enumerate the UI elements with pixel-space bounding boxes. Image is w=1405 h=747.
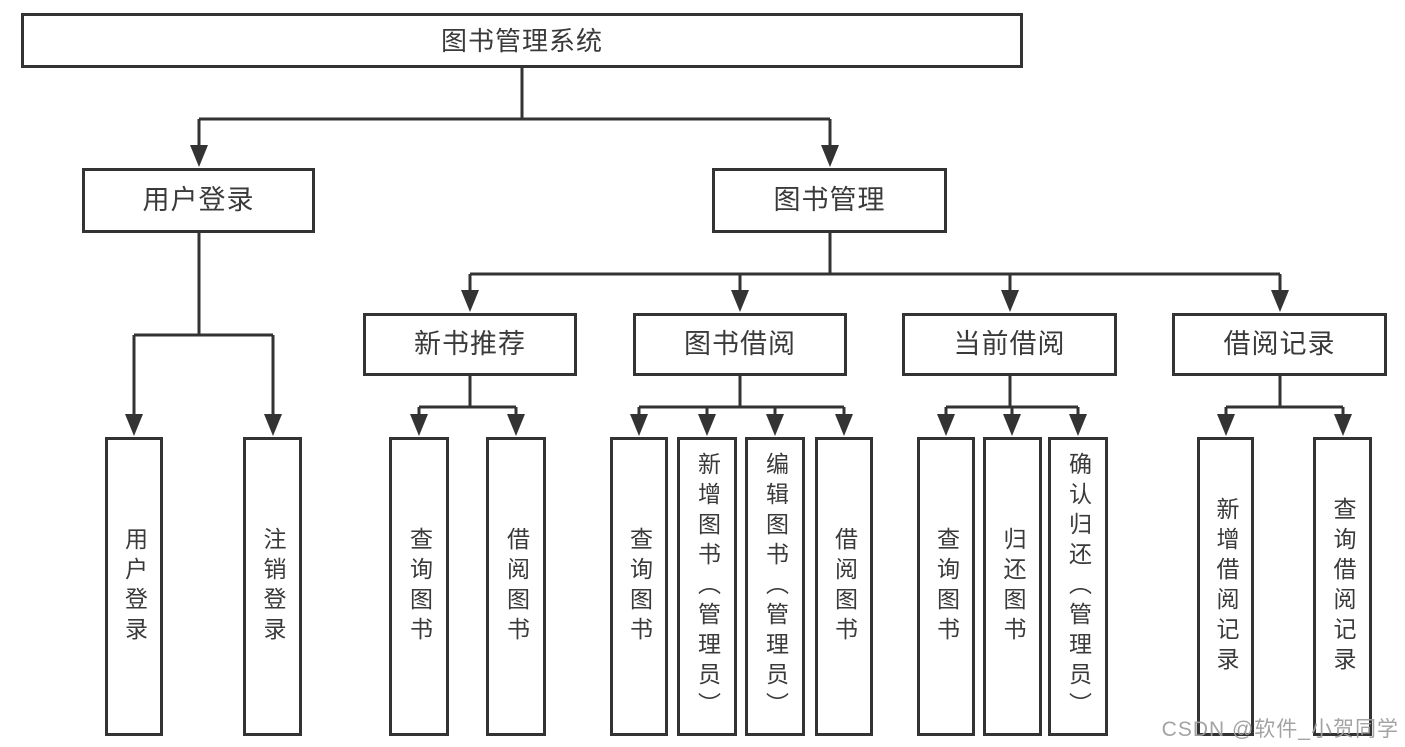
leaf-query-books-recommend: 查询图书: [389, 437, 449, 736]
leaf-add-book-admin: 新增图书（管理员）: [677, 437, 737, 736]
node-current-borrow: 当前借阅: [902, 313, 1117, 376]
node-book-borrow: 图书借阅: [633, 313, 847, 376]
leaf-query-books-borrow: 查询图书: [610, 437, 668, 736]
leaf-query-borrow-record: 查询借阅记录: [1313, 437, 1372, 736]
leaf-borrow-books-recommend: 借阅图书: [486, 437, 546, 736]
leaf-label: 确认归还（管理员）: [1065, 451, 1092, 722]
leaf-query-books-current: 查询图书: [917, 437, 975, 736]
node-library-management-system: 图书管理系统: [21, 13, 1023, 68]
node-label: 借阅记录: [1223, 329, 1336, 359]
leaf-label: 注销登录: [260, 526, 286, 647]
node-book-management: 图书管理: [712, 168, 947, 233]
node-label: 新书推荐: [414, 329, 526, 359]
node-new-book-recommend: 新书推荐: [363, 313, 577, 376]
leaf-label: 查询图书: [626, 526, 653, 647]
leaf-label: 新增借阅记录: [1213, 496, 1239, 677]
node-label: 图书借阅: [684, 329, 796, 359]
csdn-watermark: CSDN @软件_小贺同学: [1161, 718, 1399, 741]
leaf-confirm-return-admin: 确认归还（管理员）: [1048, 437, 1108, 736]
leaf-label: 用户登录: [121, 526, 148, 647]
leaf-label: 归还图书: [1000, 526, 1026, 647]
node-label: 当前借阅: [953, 329, 1066, 359]
node-label: 用户登录: [142, 185, 255, 215]
leaf-label: 借阅图书: [831, 526, 858, 647]
leaf-label: 编辑图书（管理员）: [762, 451, 789, 722]
leaf-edit-book-admin: 编辑图书（管理员）: [745, 437, 805, 736]
leaf-borrow-books: 借阅图书: [815, 437, 873, 736]
node-label: 图书管理系统: [440, 25, 603, 56]
leaf-label: 查询借阅记录: [1330, 496, 1356, 677]
node-user-login: 用户登录: [82, 168, 315, 233]
leaf-logout: 注销登录: [243, 437, 302, 736]
leaf-label: 借阅图书: [503, 526, 530, 647]
leaf-return-book: 归还图书: [983, 437, 1042, 736]
leaf-add-borrow-record: 新增借阅记录: [1197, 437, 1254, 736]
leaf-label: 查询图书: [406, 526, 433, 647]
leaf-label: 新增图书（管理员）: [694, 451, 721, 722]
leaf-label: 查询图书: [933, 526, 960, 647]
node-label: 图书管理: [773, 185, 886, 215]
node-borrow-records: 借阅记录: [1172, 313, 1387, 376]
leaf-user-login: 用户登录: [105, 437, 163, 736]
